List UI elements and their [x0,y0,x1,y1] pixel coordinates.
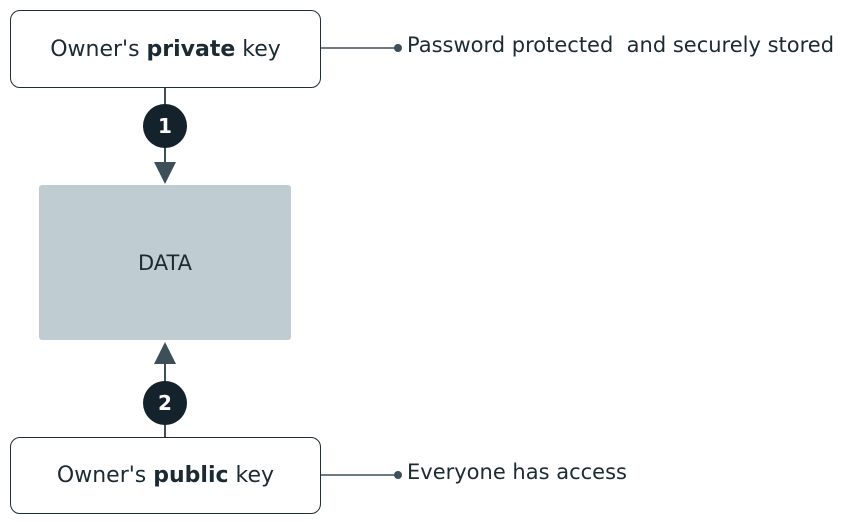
arrow-up-icon [154,342,176,364]
private-key-emphasis: private [146,36,236,62]
public-key-note: Everyone has access [407,460,627,484]
public-key-prefix: Owner's [56,463,154,488]
data-label: DATA [137,250,193,275]
step-badge-1: 1 [143,104,187,148]
private-note-dot [394,44,402,52]
private-key-suffix: key [235,36,281,62]
public-key-emphasis: public [153,463,229,488]
public-note-dot [394,471,402,479]
step-badge-2: 2 [143,381,187,425]
private-key-note: Password protected and securely stored [407,33,835,57]
private-key-box: Owner's private key [10,10,321,88]
data-block: DATA [39,185,291,340]
public-key-suffix: key [228,463,275,488]
arrow-down-icon [154,162,176,184]
private-key-prefix: Owner's [50,36,147,62]
public-key-box: Owner's public key [10,437,321,514]
